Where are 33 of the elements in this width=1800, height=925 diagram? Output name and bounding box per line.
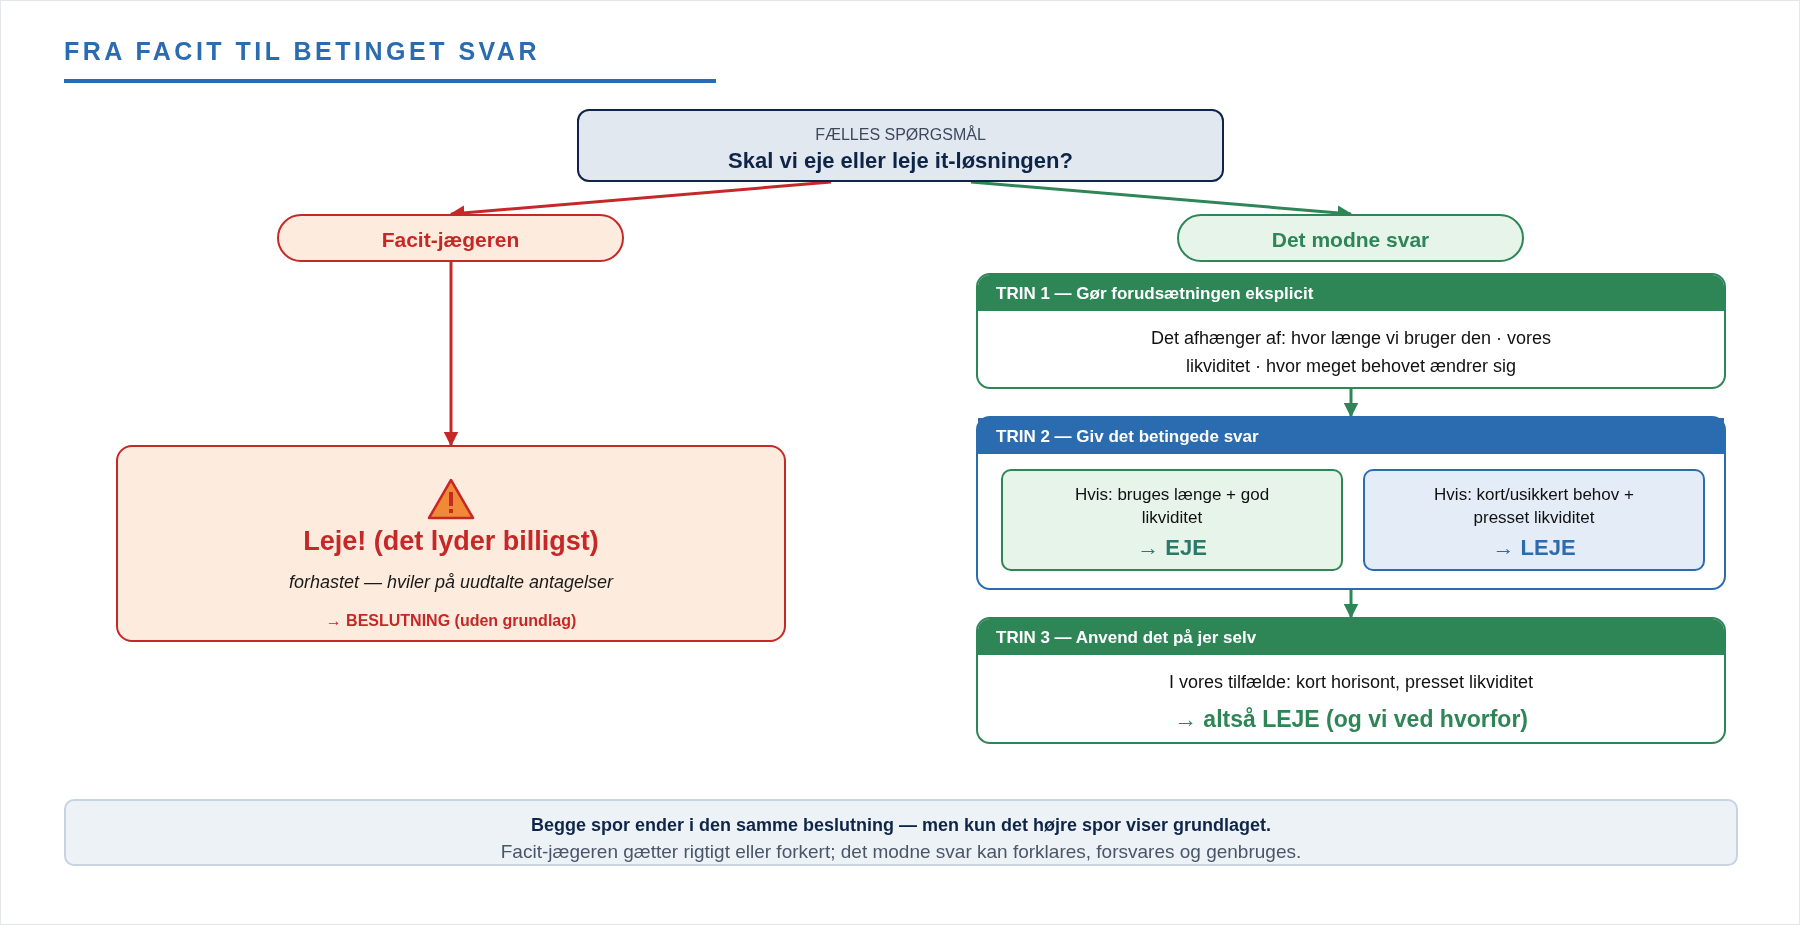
decision-label: → BESLUTNING (uden grundlag) xyxy=(324,611,578,632)
question-box xyxy=(577,109,1224,182)
step-box xyxy=(976,617,1726,744)
step-box xyxy=(976,416,1726,590)
step-header: TRIN 1 — Gør forudsætningen eksplicit xyxy=(978,275,1724,312)
arrow xyxy=(1343,590,1359,619)
pill-box xyxy=(1177,214,1524,262)
question-label: FÆLLES SPØRGSMÅL xyxy=(814,125,987,145)
title: FRA FACIT TIL BETINGET SVAR xyxy=(64,37,540,66)
step-header: TRIN 2 — Giv det betingede svar xyxy=(978,418,1724,455)
option-text: Hvis: kort/usikkert behov + presset likviditet xyxy=(1433,484,1635,529)
note-box xyxy=(64,799,1738,866)
warning-heading: Leje! (det lyder billigst) xyxy=(302,525,600,558)
step-text: I vores tilfælde: kort horisont, presset likviditet xyxy=(1167,671,1535,695)
option-result: → EJE xyxy=(1136,533,1208,562)
node-label: Facit-jægeren xyxy=(380,227,521,253)
step-conclusion: → altså LEJE (og vi ved hvorfor) xyxy=(1173,705,1529,734)
warning-note: forhastet — hviler på uudtalte antagelser xyxy=(287,570,615,594)
step-header: TRIN 3 — Anvend det på jer selv xyxy=(978,619,1724,656)
node-label: Det modne svar xyxy=(1270,227,1431,253)
option-box xyxy=(1363,469,1705,571)
step-box xyxy=(976,273,1726,389)
note-text: Facit-jægeren gætter rigtigt eller forkert; det modne svar kan forklares, forsvares og genbruges. xyxy=(499,839,1303,864)
question-text: Skal vi eje eller leje it-løsningen? xyxy=(727,147,1074,175)
pill-box xyxy=(277,214,624,262)
arrow xyxy=(1343,389,1359,418)
note-heading: Begge spor ender i den samme beslutning — men kun det højre spor viser grundlaget. xyxy=(529,814,1273,837)
warning-box xyxy=(116,445,786,642)
step-text: Det afhænger af: hvor længe vi bruger den · vores likviditet · hvor meget behovet ændrer sig xyxy=(1149,327,1553,379)
option-box xyxy=(1001,469,1343,571)
option-result: → LEJE xyxy=(1491,533,1577,562)
option-text: Hvis: bruges længe + god likviditet xyxy=(1073,484,1271,529)
arrow xyxy=(443,262,459,447)
